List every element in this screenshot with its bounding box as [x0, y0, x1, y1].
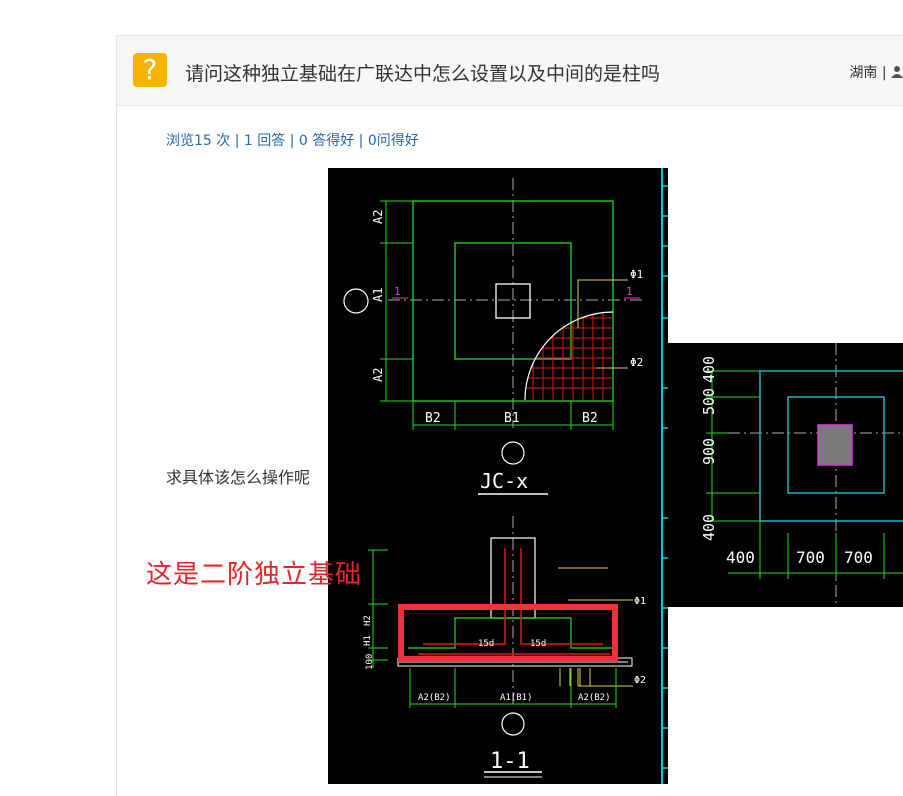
section-mark-left: 1 — [394, 285, 401, 298]
bar-label-phi2: Φ2 — [630, 356, 643, 369]
section-bar-phi2: Φ2 — [634, 675, 646, 686]
dim-left-a2-bottom: A2 — [371, 368, 385, 382]
question-stats: 浏览15 次 | 1 回答 | 0 答得好 | 0问得好 — [166, 133, 419, 149]
section-mark-right: 1 — [626, 285, 633, 298]
bar-label-phi1: Φ1 — [630, 268, 643, 281]
region-info: 湖南 | — [849, 62, 903, 82]
anchor-label-right: 15d — [530, 639, 546, 649]
question-title[interactable]: 请问这种独立基础在广联达中怎么设置以及中间的是柱吗 — [185, 63, 661, 85]
plan-dim-400-bottom: 400 — [700, 514, 718, 541]
plan-dim-bottom-400: 400 — [726, 548, 755, 567]
dim-left-a1: A1 — [371, 288, 385, 302]
section-dim-100: 100 — [365, 654, 375, 670]
plan-dim-bottom-700a: 700 — [796, 548, 825, 567]
question-icon: ? — [133, 53, 167, 87]
cad-plan-svg: 400 500 900 400 400 700 700 — [700, 343, 903, 607]
axis-bubble — [343, 288, 369, 314]
section-title: 1-1 — [490, 749, 530, 774]
cad-drawing-plan: 400 500 900 400 400 700 700 — [668, 343, 903, 607]
region-label: 湖南 | — [849, 65, 887, 81]
plan-dim-500: 500 — [700, 388, 718, 415]
annotation-text: 这是二阶独立基础 — [146, 560, 363, 590]
highlight-box — [398, 604, 618, 662]
section-dim-h1: H1 — [363, 635, 373, 646]
cad-drawing-svg: Φ1 Φ2 1 1 A2 A1 A2 B2 B1 B2 JC-x 15d — [343, 168, 668, 784]
plan-dim-900: 900 — [700, 438, 718, 465]
section-bar-phi1: Φ1 — [634, 596, 646, 607]
anchor-label-left: 15d — [478, 639, 494, 649]
dim-bottom-b1: B1 — [504, 411, 520, 426]
dim-bottom-b2-left: B2 — [425, 411, 441, 426]
plan-dim-bottom-700b: 700 — [844, 548, 873, 567]
question-header: ? 请问这种独立基础在广联达中怎么设置以及中间的是柱吗 湖南 | — [117, 36, 903, 106]
user-icon — [891, 66, 903, 78]
cad-drawing-foundation: Φ1 Φ2 1 1 A2 A1 A2 B2 B1 B2 JC-x 15d — [328, 168, 668, 784]
section-dim-bottom-left: A2(B2) — [418, 693, 451, 703]
section-dim-bottom-right: A2(B2) — [578, 693, 611, 703]
section-dim-h2: H2 — [363, 615, 373, 626]
dim-bottom-b2-right: B2 — [582, 411, 598, 426]
plan-title: JC-x — [480, 469, 528, 493]
plan-dim-400-top: 400 — [700, 356, 718, 383]
section-dim-bottom-mid: A1(B1) — [500, 693, 533, 703]
dim-left-a2-top: A2 — [371, 210, 385, 224]
question-body: 求具体该怎么操作呢 — [166, 468, 311, 487]
